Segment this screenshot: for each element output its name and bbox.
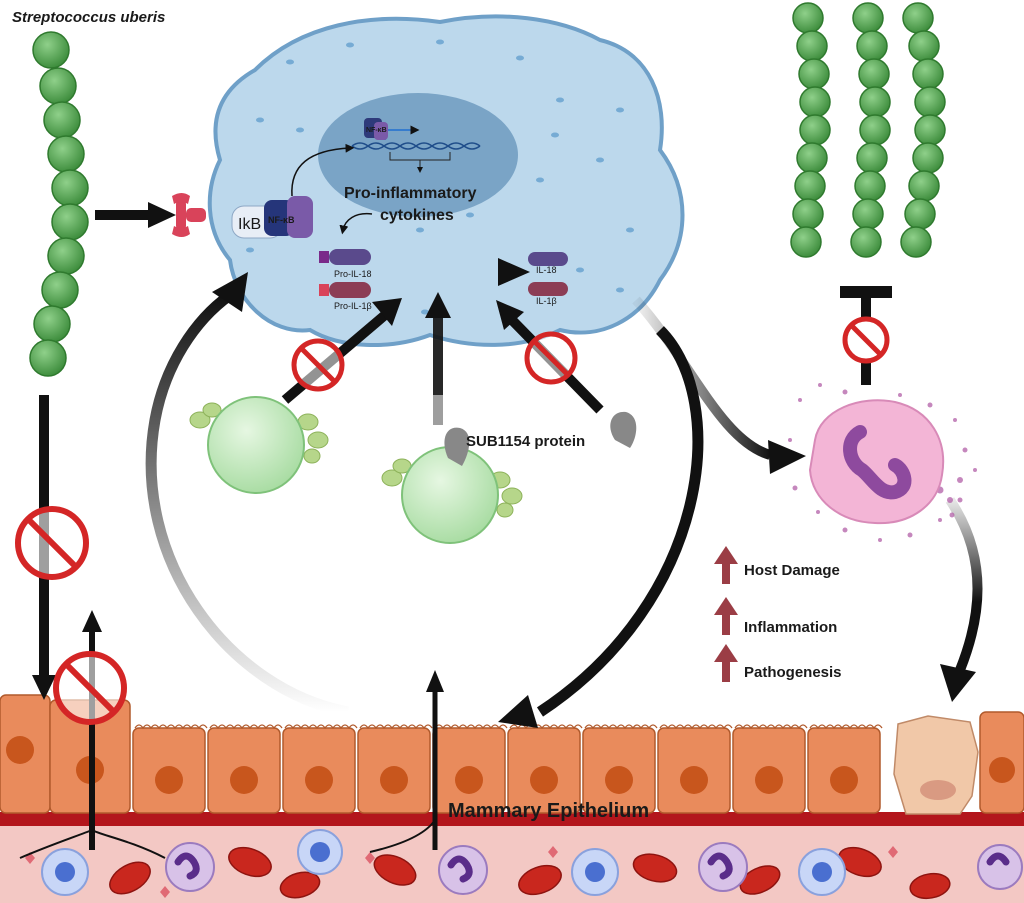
fade-mask	[433, 395, 443, 427]
il18-protein	[528, 252, 568, 266]
macrophage-to-epithelium-arrow-head	[498, 695, 538, 728]
inflammation-label: Inflammation	[744, 619, 837, 636]
il1b-protein	[528, 282, 568, 296]
green-particle-2	[381, 446, 523, 544]
up-arrow-inflammation	[714, 597, 738, 635]
neutrophil-to-damage-arrow	[945, 497, 983, 672]
macrophage-to-epithelium-arrow	[536, 326, 704, 717]
pro-il1b-label: Pro-IL-1β	[334, 301, 372, 311]
activated-neutrophil	[788, 383, 977, 542]
ikb-nfkb-complex: IkB NF-κB	[231, 196, 313, 239]
macrophage-to-neutrophil-arrow	[632, 296, 772, 460]
inhibition-symbol-5	[53, 651, 127, 725]
protein-to-macrophage-arrow-head	[496, 300, 524, 330]
tlr-receptor-icon	[172, 193, 206, 237]
bead-to-macrophage-arrow-head	[372, 298, 402, 326]
maturation-arrow-head	[498, 258, 530, 286]
macrophage-to-neutrophil-arrow-head	[768, 440, 806, 474]
pro-inflammatory-label-1: Pro-inflammatory	[344, 185, 477, 202]
pro-il18-protein	[319, 249, 371, 265]
epithelium-to-macrophage-arrow-head	[212, 272, 248, 312]
sub1154-up-arrow-head	[425, 292, 451, 318]
sub1154-protein-free	[610, 411, 637, 448]
macrophage-cell	[207, 14, 685, 347]
inhibition-symbol-4	[15, 506, 89, 580]
bacteria-to-receptor-arrow-head	[148, 202, 176, 228]
dna-strand	[351, 125, 481, 173]
pro-inflammatory-label-2: cytokines	[380, 207, 454, 224]
streptococcus-chains-right	[790, 2, 946, 258]
epithelium-to-macrophage-arrow	[145, 290, 350, 718]
blood-curve-line	[91, 829, 166, 859]
inhibition-symbol-3	[842, 316, 890, 364]
lymphocytes	[41, 829, 846, 896]
pro-il18-label: Pro-IL-18	[334, 269, 372, 279]
mammary-epithelium-label: Mammary Epithelium	[448, 800, 649, 822]
blood-to-epithelium-arrow-head	[426, 670, 444, 692]
il1b-label: IL-1β	[536, 296, 557, 306]
blood-vessel-layer	[0, 812, 1024, 903]
pro-il1b-protein	[319, 282, 371, 298]
platelets	[25, 846, 898, 898]
inhibition-symbol-2	[524, 331, 578, 385]
green-particle-1	[189, 396, 329, 494]
il18-label: IL-18	[536, 265, 557, 275]
sub1154-protein-bound	[444, 427, 470, 466]
blood-curve-line-left	[19, 829, 93, 859]
cytokine-arrow	[339, 212, 373, 235]
host-damage-label: Host Damage	[744, 562, 840, 579]
blood-neutrophils	[165, 842, 1023, 895]
nfkb-translocation-arrow	[291, 143, 355, 197]
cytoplasm-vesicles	[246, 39, 634, 315]
inhibition-symbol-1	[291, 338, 345, 392]
nfkb-label: NF-κB	[268, 215, 295, 225]
nfkb-nucleus-complex: NF-κB	[364, 118, 388, 140]
blood-up-arrow-head	[82, 610, 102, 632]
nfkb-nucleus-label: NF-κB	[366, 127, 387, 134]
bacteria-down-arrow-head	[32, 675, 56, 700]
up-arrow-host-damage	[714, 546, 738, 584]
streptococcus-chain-left	[29, 31, 89, 377]
neutrophil-to-damage-arrow-head	[940, 664, 976, 702]
bacteria-label: Streptococcus uberis	[12, 9, 165, 26]
blood-curve-line-center	[369, 819, 436, 853]
up-arrow-pathogenesis	[714, 644, 738, 682]
sub1154-label: SUB1154 protein	[466, 433, 585, 450]
red-blood-cells	[109, 846, 951, 900]
ikb-label: IkB	[238, 216, 261, 233]
pathogenesis-label: Pathogenesis	[744, 664, 842, 681]
damaged-epithelial-cell	[893, 715, 979, 815]
